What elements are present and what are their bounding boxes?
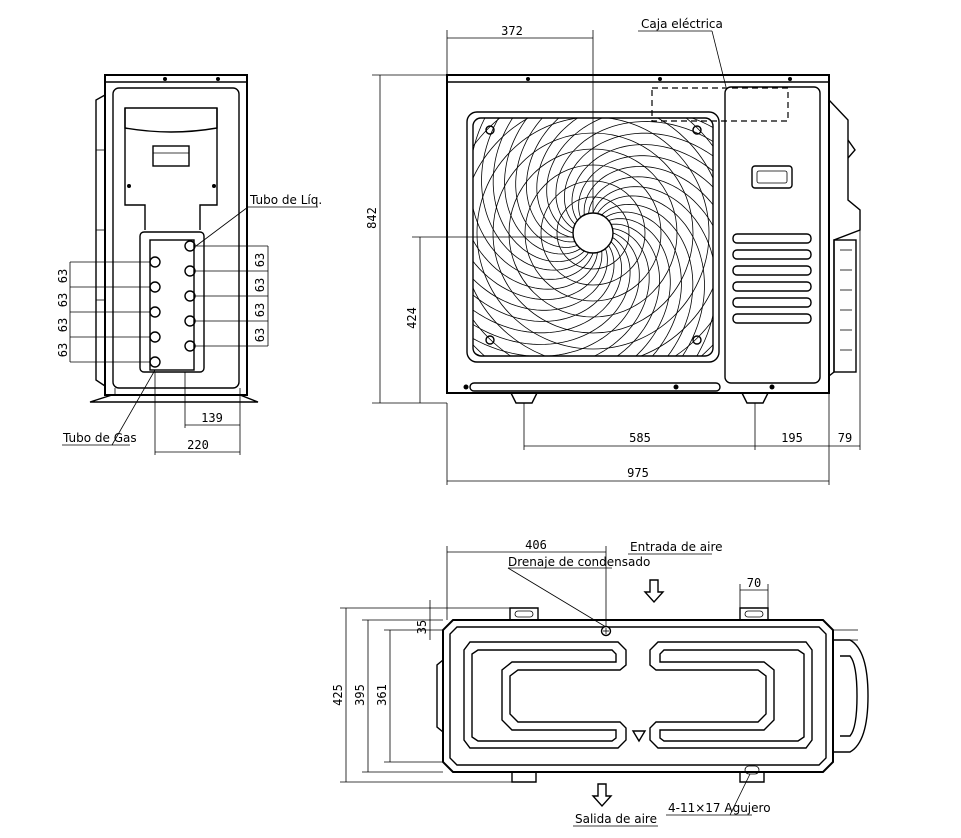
grille-spiral-arm: [473, 118, 594, 280]
top-bracket-bottom-left: [511, 772, 537, 783]
dim-139: 139: [201, 411, 223, 425]
grille-spiral-arm: [504, 118, 634, 255]
dim-63-right-4: 63: [253, 328, 267, 342]
side-foot: [89, 394, 259, 403]
grille-spiral-arm: [492, 118, 595, 263]
dim-220: 220: [187, 438, 209, 452]
dim-63-left-1: 63: [56, 269, 70, 283]
dim-195: 195: [781, 431, 803, 445]
label-entrada-aire: Entrada de aire: [630, 540, 723, 554]
grille-spiral-arm: [515, 118, 671, 248]
fan-hub: [572, 212, 614, 254]
front-view: 372 842 424 585 195 79 975 Caja eléctric…: [365, 17, 861, 485]
front-side-valves: [833, 239, 857, 373]
grille-spiral-arm: [578, 155, 713, 311]
label-drenaje: Drenaje de condensado: [508, 555, 650, 569]
grille-spiral-arm: [473, 118, 598, 290]
grille-spiral-arm: [591, 203, 694, 356]
top-recess-right: [649, 641, 813, 749]
grille-spiral-arm: [571, 144, 713, 274]
dim-975: 975: [627, 466, 649, 480]
grille-spiral-arm: [592, 186, 713, 356]
label-caja-electrica: Caja eléctrica: [641, 17, 723, 31]
label-salida-aire: Salida de aire: [575, 812, 657, 826]
dim-406: 406: [525, 538, 547, 552]
dim-35: 35: [415, 620, 429, 634]
side-label-plate: [152, 145, 190, 167]
front-outer-frame: [446, 74, 830, 394]
air-outlet-arrow: [591, 783, 613, 808]
side-view: 63 63 63 63 63 63 63 63 139 220 Tubo de …: [56, 74, 322, 455]
grille-spiral-arm: [481, 118, 589, 271]
grille-spiral-arm: [563, 132, 713, 235]
top-arrow-marker: [631, 730, 647, 743]
dim-424: 424: [405, 307, 419, 329]
side-left-dimensions: [69, 261, 150, 363]
side-handle-recess: [124, 107, 218, 133]
grille-spiral-arm: [536, 118, 713, 238]
side-valve-panel: [139, 231, 205, 373]
dim-395: 395: [353, 684, 367, 706]
dim-372: 372: [501, 24, 523, 38]
top-bracket-left: [509, 607, 539, 620]
dim-63-left-4: 63: [56, 343, 70, 357]
grille-spiral-arm: [555, 121, 713, 229]
dim-63-right-3: 63: [253, 303, 267, 317]
electrical-box-outline: [651, 87, 789, 122]
dim-425: 425: [331, 684, 345, 706]
top-view: 406 Drenaje de condensado Entrada de air…: [331, 538, 869, 827]
side-view-outer-frame: [104, 74, 248, 396]
electrical-box-louvers: [732, 233, 812, 324]
dim-842: 842: [365, 207, 379, 229]
top-bracket-right: [739, 607, 769, 620]
front-base-rail: [469, 382, 721, 392]
grille-spiral-arm: [588, 176, 713, 356]
grille-spiral-arm: [473, 237, 631, 345]
top-outer-frame: [442, 619, 834, 773]
electrical-box-cover: [724, 86, 821, 384]
dim-70: 70: [747, 576, 761, 590]
grille-spiral-arm: [583, 166, 713, 344]
top-side-handle: [833, 639, 869, 753]
dim-361: 361: [375, 684, 389, 706]
front-handle: [751, 165, 793, 189]
grille-spiral-arm: [526, 118, 704, 243]
front-foot-left: [510, 392, 538, 404]
grille-spiral-arm: [482, 223, 660, 356]
side-valve-group: [149, 240, 196, 368]
label-tubo-liq: Tubo de Líq.: [249, 193, 322, 207]
label-agujero: 4-11×17 Agujero: [668, 801, 771, 815]
grille-spiral-arm: [473, 231, 623, 334]
dim-63-right-2: 63: [253, 278, 267, 292]
grille-spiral-arm: [473, 155, 608, 311]
top-recess-left: [463, 641, 627, 749]
top-bracket-bottom-right: [739, 772, 765, 783]
grille-spiral-arm: [546, 118, 713, 234]
air-inlet-arrow: [643, 579, 665, 604]
grille-spiral-arm: [597, 195, 705, 356]
dim-63-right-1: 63: [253, 253, 267, 267]
grille-spiral-arm: [552, 211, 682, 356]
grille-ring: [476, 118, 710, 350]
grille-spiral-arm: [515, 218, 671, 356]
dim-63-left-3: 63: [56, 318, 70, 332]
dim-79: 79: [838, 431, 852, 445]
grille-spiral-arm: [473, 228, 650, 356]
label-tubo-gas: Tubo de Gas: [62, 431, 137, 445]
side-valve-plate: [149, 239, 195, 371]
side-right-dimensions: [195, 245, 269, 347]
dim-63-left-2: 63: [56, 293, 70, 307]
front-foot-right: [741, 392, 769, 404]
dim-585: 585: [629, 431, 651, 445]
grille-spiral-arm: [473, 192, 615, 322]
side-view-inner-frame: [112, 87, 240, 389]
grille-spiral-arm: [473, 232, 640, 356]
grille-spiral-arm: [473, 122, 603, 300]
